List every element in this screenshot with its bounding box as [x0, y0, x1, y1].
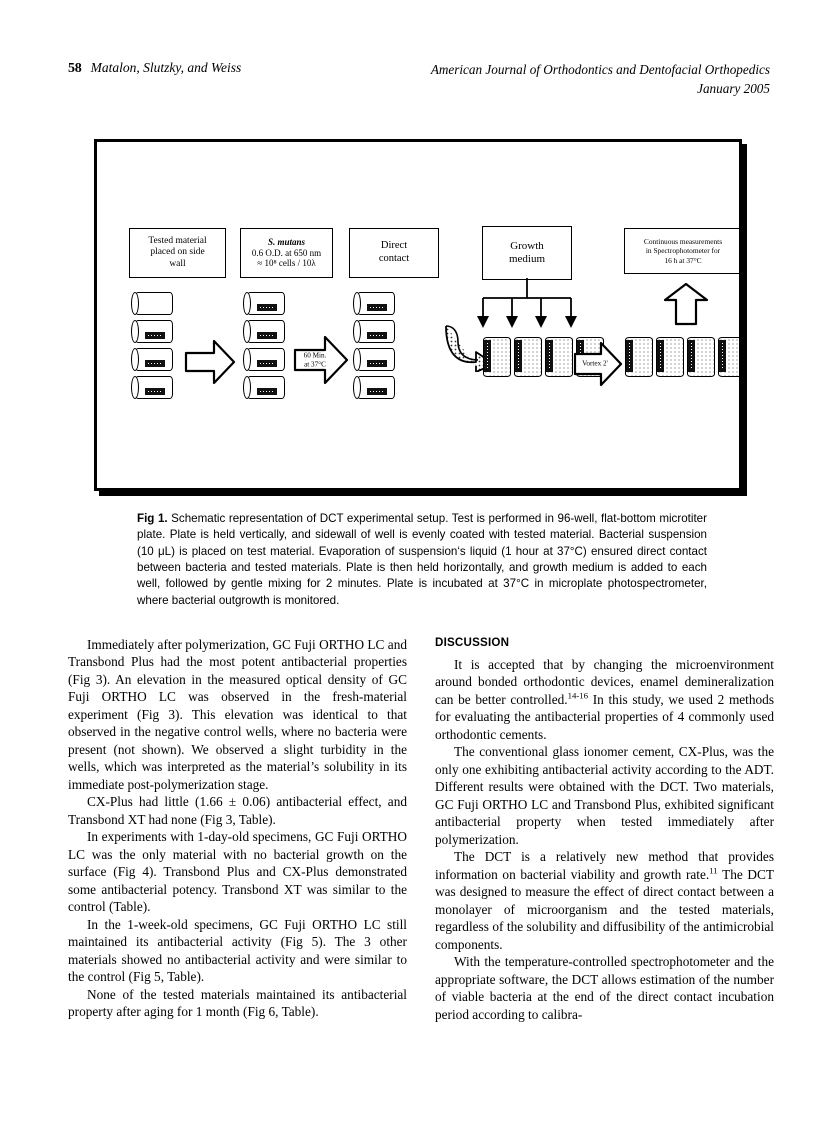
- running-head-right: American Journal of Orthodontics and Den…: [431, 60, 770, 98]
- paragraph: The DCT is a relatively new method that …: [435, 848, 774, 953]
- well: [717, 334, 739, 380]
- box1-line2: placed on side: [150, 247, 205, 258]
- figure-caption: Fig 1. Schematic representation of DCT e…: [137, 511, 707, 609]
- paragraph: Immediately after polymerization, GC Fuj…: [68, 637, 407, 792]
- paragraph: None of the tested materials maintained …: [68, 986, 407, 1020]
- figure-caption-label: Fig 1.: [137, 512, 168, 525]
- paragraph: With the temperature-controlled spectrop…: [435, 954, 774, 1022]
- running-head: 58 Matalon, Slutzky, and Weiss American J…: [68, 60, 770, 98]
- paragraph: It is accepted that by changing the micr…: [435, 656, 774, 743]
- well-stack-stage3: [353, 290, 397, 402]
- incubation-line1: 60 Min.: [303, 351, 327, 360]
- author-list: Matalon, Slutzky, and Weiss: [90, 60, 242, 75]
- paragraph-text: The DCT was designed to measure the effe…: [435, 866, 774, 952]
- paragraph-text: It is accepted that by changing the micr…: [435, 657, 774, 707]
- well: [353, 374, 397, 401]
- box2-line3: ≈ 10⁸ cells / 10λ: [257, 258, 316, 269]
- well: [353, 318, 397, 345]
- figure-1: Tested material placed on side wall S. m…: [94, 139, 742, 491]
- section-heading-discussion: DISCUSSION: [435, 636, 510, 649]
- paragraph-text: The DCT is a relatively new method that …: [435, 849, 774, 882]
- paragraph: The conventional glass ionomer cement, C…: [435, 744, 774, 847]
- box5-line3: 16 h at 37°C: [664, 255, 702, 265]
- well: [353, 346, 397, 373]
- box5-line1: Continuous measurements: [643, 237, 723, 247]
- well: [243, 290, 287, 317]
- running-head-left: 58 Matalon, Slutzky, and Weiss: [68, 60, 241, 77]
- diagram-box-direct-contact: Direct contact: [349, 228, 439, 278]
- box2-line1: S. mutans: [267, 236, 306, 247]
- page-number: 58: [68, 61, 82, 76]
- diagram-box-growth-medium: Growth medium: [482, 226, 572, 280]
- citation-ref: 14-16: [567, 690, 589, 701]
- citation-ref: 11: [709, 865, 718, 876]
- well: [544, 334, 574, 380]
- arrow-up-icon: [663, 282, 709, 331]
- box3-line2: contact: [378, 253, 410, 264]
- well: [353, 290, 397, 317]
- well-stack-stage2: [243, 290, 287, 402]
- well: [131, 290, 175, 317]
- right-column: DISCUSSION It is accepted that by changi…: [435, 636, 774, 1023]
- paragraph: CX-Plus had little (1.66 ± 0.06) antibac…: [68, 794, 407, 827]
- well: [131, 374, 175, 401]
- paragraph-text: In this study, we used 2 methods for eva…: [435, 691, 774, 742]
- arrow-right-icon: [184, 338, 236, 386]
- well: [243, 318, 287, 345]
- body-columns: Immediately after polymerization, GC Fuj…: [68, 636, 774, 1023]
- incubation-line2: at 37°C: [304, 360, 326, 368]
- well: [131, 318, 175, 345]
- left-column: Immediately after polymerization, GC Fuj…: [68, 636, 407, 1023]
- well-stack-stage1: [131, 290, 175, 402]
- well: [131, 346, 175, 373]
- paragraph: In experiments with 1-day-old specimens,…: [68, 829, 407, 915]
- diagram-box-tested-material: Tested material placed on side wall: [129, 228, 226, 278]
- box5-line2: in Spectrophotometer for: [645, 246, 721, 256]
- well: [513, 334, 543, 380]
- box1-line3: wall: [169, 258, 186, 269]
- dct-schematic-diagram: Tested material placed on side wall S. m…: [97, 142, 739, 488]
- box3-line1: Direct: [380, 240, 408, 252]
- medium-distribution-manifold: [475, 278, 579, 339]
- well: [243, 374, 287, 401]
- diagram-box-spectrophotometer: Continuous measurements in Spectrophotom…: [624, 228, 739, 274]
- arrow-vortex-label: Vortex 2': [578, 360, 612, 369]
- journal-title: American Journal of Orthodontics and Den…: [430, 62, 770, 77]
- arrow-incubation: 60 Min. at 37°C: [293, 334, 349, 386]
- well: [243, 346, 287, 373]
- vortex-label: Vortex 2': [582, 359, 608, 368]
- box1-line1: Tested material: [148, 235, 207, 246]
- box2-line2: 0.6 O.D. at 650 nm: [251, 247, 322, 258]
- box4-line2: medium: [508, 253, 546, 265]
- box4-line1: Growth: [510, 239, 544, 252]
- diagram-box-bacterial-suspension: S. mutans 0.6 O.D. at 650 nm ≈ 10⁸ cells…: [240, 228, 333, 278]
- figure-caption-text: Schematic representation of DCT experime…: [137, 512, 707, 607]
- well: [655, 334, 685, 380]
- paragraph: In the 1-week-old specimens, GC Fuji ORT…: [68, 916, 407, 985]
- well-row-measurement: [624, 334, 739, 380]
- well: [624, 334, 654, 380]
- issue-date: January 2005: [697, 81, 770, 97]
- well: [686, 334, 716, 380]
- arrow-incubation-label: 60 Min. at 37°C: [298, 351, 332, 368]
- arrow-vortex: Vortex 2': [573, 340, 623, 388]
- well: [482, 334, 512, 380]
